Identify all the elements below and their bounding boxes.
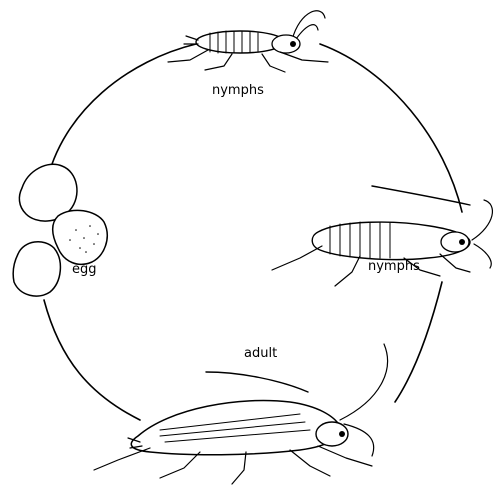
nymph-right-label: nymphs	[368, 259, 420, 274]
egg-label: egg	[72, 262, 97, 277]
arrow-to-adult	[206, 372, 308, 392]
ring-arc-left	[44, 300, 140, 420]
adult-illustration	[94, 344, 387, 484]
adult-label: adult	[244, 346, 277, 361]
nymph-top-label: nymphs	[212, 83, 264, 98]
ring-arc-top-left	[46, 44, 196, 185]
nymph-top-illustration	[168, 11, 328, 72]
ring-arc-bottom-right	[395, 282, 442, 402]
cycle-arrows	[206, 186, 470, 392]
ring-arc-top-right	[320, 44, 462, 212]
